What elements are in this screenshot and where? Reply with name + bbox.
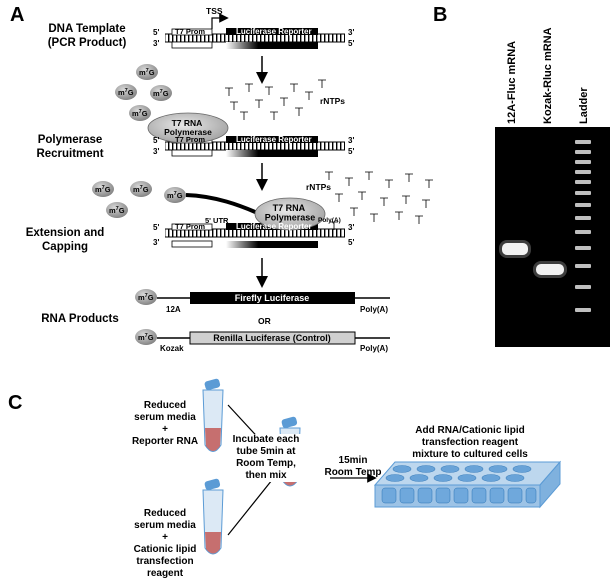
t7-prom-label-3: T7 Prom [175,222,205,231]
polya-label-renilla: Poly(A) [360,344,388,353]
three-prime-top-1: 3' [348,28,354,37]
gel-image [495,127,610,347]
cap-label-8: m7G [167,191,183,200]
rntps-cluster-1 [225,79,326,120]
five-prime-bottom-1: 5' [348,39,354,48]
add-instruction: Add RNA/Cationic lipid transfection reag… [412,425,528,460]
three-prime-bottom-3: 3' [153,238,159,247]
polya-label-firefly: Poly(A) [360,305,388,314]
renilla-label: Renilla Luciferase (Control) [213,333,331,343]
five-prime-top-1: 5' [153,28,159,37]
polya-label-extension: Poly(A) [318,217,341,224]
luciferase-reporter-label-1: Luciferase Reporter [236,27,312,36]
dna-template-1 [165,13,345,49]
t7-polymerase-label-1: T7 RNA Polymerase [164,118,212,137]
t7-pol-line-b: Polymerase [164,127,212,137]
band-12a-fluc [502,243,528,255]
cap-label-4: m7G [132,109,148,118]
m7g-cap-nascent [164,187,186,203]
m7g-caps-cluster-1 [115,64,172,121]
five-prime-bottom-3: 5' [348,238,354,247]
cap-label-7: m7G [109,206,125,215]
well-plate [373,460,562,509]
rna-product-firefly [135,289,390,305]
five-prime-top-2: 5' [153,136,159,145]
panel-b-label: B [433,4,448,26]
t7-prom-label-2: T7 Prom [175,135,205,144]
cap-label-2: m7G [118,88,134,97]
three-prime-top-2: 3' [348,136,354,145]
label-12a: 12A [166,305,181,314]
cap-label-5: m7G [95,185,111,194]
cap-label-10: m7G [138,333,154,342]
t7-pol-line-d: Polymerase [265,213,316,223]
panel-a-label: A [10,4,25,26]
incubate-instruction: Incubate each tube 5min at Room Temp, th… [222,434,310,482]
t7-prom-label-1: T7 Prom [175,27,205,36]
cap-label-3: m7G [153,89,169,98]
step-rna-products: RNA Products [41,313,119,325]
rntps-cluster-2 [325,171,433,230]
cap-label-6: m7G [133,185,149,194]
tss-label: TSS [206,6,223,16]
five-prime-top-3: 5' [153,223,159,232]
t7-polymerase-1 [147,112,229,144]
wait-instruction: 15min Room Temp [324,455,382,478]
t7-pol-line-a: T7 RNA [172,118,203,128]
tube-cationic-lipid [202,478,224,555]
lane-label-12a-fluc: 12A-Fluc mRNA [506,40,518,124]
t7-pol-line-c: T7 RNA [273,203,306,213]
m7g-caps-cluster-2 [92,181,152,218]
cap-label-9: m7G [138,293,154,302]
lane-label-kozak-rluc: Kozak-Rluc mRNA [542,27,554,124]
panel-c-label: C [8,392,23,414]
lane-label-ladder: Ladder [578,87,590,124]
three-prime-bottom-2: 3' [153,147,159,156]
rntps-label-1: rNTPs [320,96,345,106]
rntps-label-2: rNTPs [306,182,331,192]
step-dna-template: DNA Template (PCR Product) [47,23,127,49]
tube-reporter-rna [202,378,224,452]
label-kozak: Kozak [160,344,184,353]
band-kozak-rluc [536,264,564,275]
cap-label-1: m7G [139,68,155,77]
tube2-contents: Reduced serum media + Cationic lipid tra… [133,508,197,579]
three-prime-bottom-1: 3' [153,39,159,48]
three-prime-top-3: 3' [348,223,354,232]
five-prime-bottom-2: 5' [348,147,354,156]
rna-product-renilla [135,329,390,345]
t7-polymerase-2 [254,197,326,231]
firefly-label: Firefly Luciferase [235,293,310,303]
or-label: OR [258,316,271,326]
tube1-contents: Reduced serum media + Reporter RNA [131,400,199,447]
step-polymerase-recruitment: Polymerase Recruitment [36,134,104,160]
utr5-label: 5' UTR [205,216,229,225]
luciferase-reporter-label-2: Luciferase Reporter [236,135,312,144]
step-extension-capping: Extension and Capping [25,227,105,253]
t7-polymerase-label-2: T7 RNA Polymerase [265,203,316,223]
ladder-bands [575,140,591,312]
luciferase-reporter-label-3: Luciferase Reporter [236,222,312,231]
